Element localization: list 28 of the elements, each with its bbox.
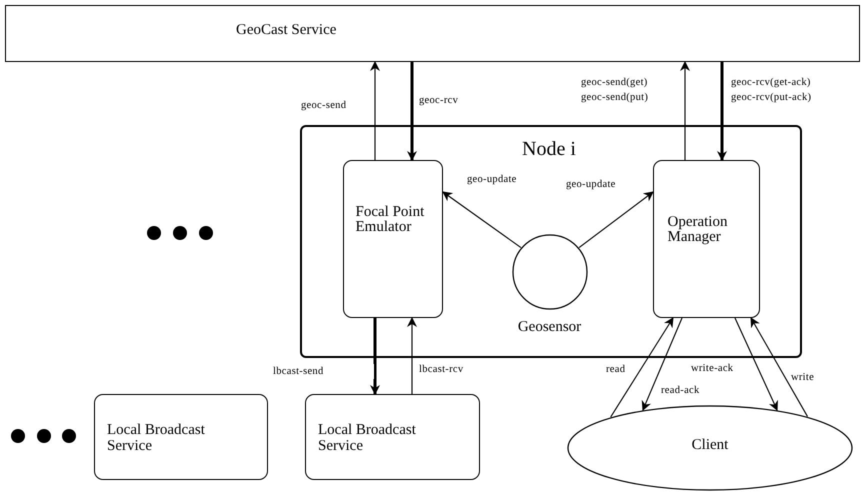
- arrow: [407, 317, 417, 394]
- arrow: [750, 317, 808, 417]
- service-box: [305, 394, 480, 480]
- node-container: [300, 125, 802, 358]
- node-label: GeoCast Service: [236, 23, 338, 39]
- node-label: Operation Manager: [668, 214, 728, 246]
- arrow: [442, 191, 522, 248]
- arrow: [642, 318, 682, 411]
- node-label: Focal Point Emulator: [356, 204, 426, 236]
- service-box: [5, 5, 860, 62]
- edge-label: lbcast-send: [272, 364, 374, 380]
- arrow: [370, 318, 380, 395]
- arrow: [370, 61, 380, 160]
- process-box: [652, 160, 760, 318]
- arrow: [717, 62, 727, 161]
- client-ellipse: [567, 405, 853, 491]
- node-label: Client: [690, 438, 730, 454]
- process-box: [342, 160, 442, 318]
- arrow: [578, 191, 654, 248]
- node-label: Local Broadcast Service: [107, 423, 206, 454]
- arrow: [680, 61, 690, 160]
- arrow: [734, 318, 778, 411]
- service-box: [94, 394, 268, 480]
- arrow: [610, 317, 674, 418]
- node-label: Node i: [522, 139, 577, 160]
- arrow: [407, 62, 417, 161]
- node-label: Local Broadcast Service: [318, 423, 417, 454]
- node-label: Geosensor: [516, 320, 582, 336]
